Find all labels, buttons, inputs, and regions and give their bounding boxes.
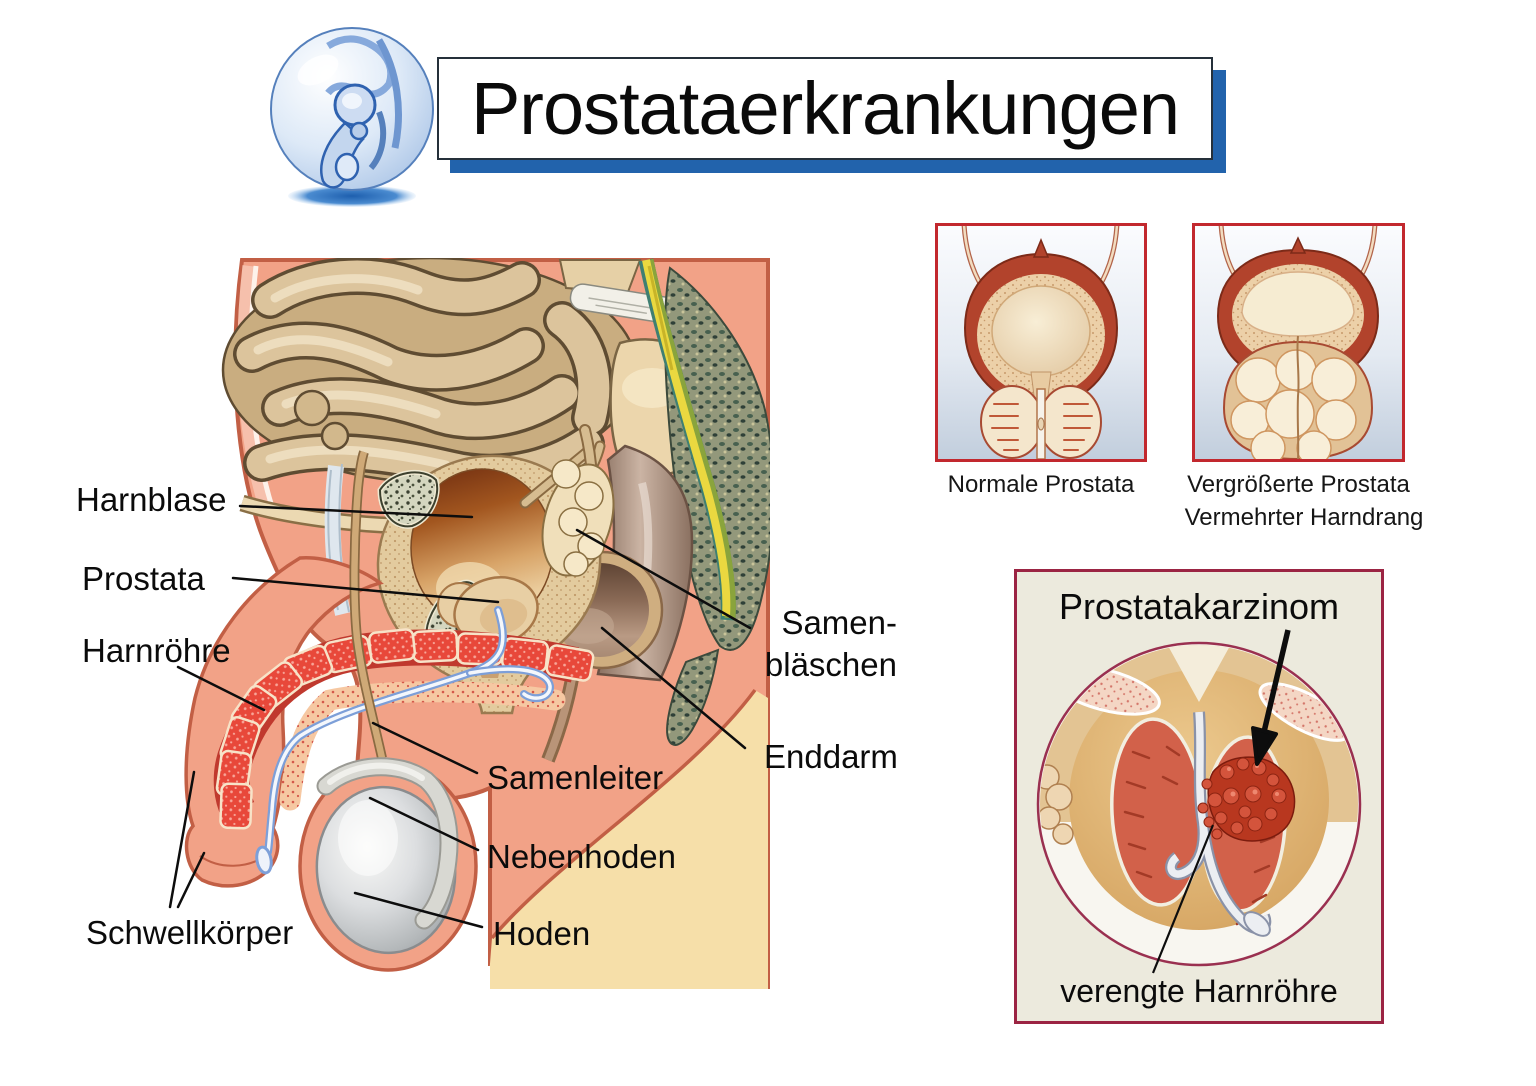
- label-harnblase: Harnblase: [76, 481, 227, 518]
- logo-sphere-icon: [270, 27, 434, 207]
- callout-lines: [168, 504, 752, 929]
- label-enddarm: Enddarm: [764, 738, 898, 775]
- callout-line-samenleiter: [371, 721, 479, 775]
- callout-line-samenblaeschen: [575, 528, 752, 630]
- label-schwellkoerper: Schwellkörper: [86, 914, 294, 951]
- label-samenleiter: Samenleiter: [487, 759, 664, 796]
- panel-enlarged-prostate: [1192, 223, 1405, 462]
- caption-enlarged-prostate-sub: Vermehrter Harndrang: [1184, 504, 1424, 531]
- carcinoma-panel: Prostatakarzinom: [1014, 569, 1384, 1024]
- label-prostata: Prostata: [82, 560, 205, 597]
- narrowed-urethra: [1165, 711, 1272, 937]
- callout-line-verengte-harnroehre: [1151, 824, 1215, 974]
- label-hoden: Hoden: [493, 915, 591, 952]
- callout-line-nebenhoden: [368, 796, 480, 852]
- tumor-arrow-icon: [1251, 629, 1291, 766]
- carcinoma-illustration: [1036, 629, 1362, 974]
- panel-normal-prostate: [935, 223, 1147, 462]
- page-title: Prostataerkrankungen: [470, 67, 1180, 150]
- spongy-tissue-band: [279, 681, 566, 811]
- caption-enlarged-prostate: Vergrößerte Prostata: [1187, 471, 1410, 498]
- enlarged-prostate-mass: [1222, 335, 1374, 459]
- callout-line-prostata: [231, 576, 500, 604]
- urethra-tube: [255, 606, 554, 875]
- normal-prostate-lobes: [980, 385, 1102, 459]
- callout-line-harnroehre: [176, 665, 266, 712]
- callout-line-schwellkoerper-1: [168, 770, 196, 909]
- spinal-cord: [638, 258, 736, 621]
- callout-line-enddarm: [600, 626, 747, 750]
- epididymis: [316, 757, 459, 930]
- carcinoma-title: Prostatakarzinom: [1058, 586, 1340, 627]
- seminal-vesicle: [541, 459, 615, 577]
- callout-line-hoden: [353, 891, 484, 929]
- carcinoma-label: verengte Harnröhre: [1060, 973, 1338, 1009]
- title-box: Prostataerkrankungen: [437, 57, 1213, 160]
- vesicle-knobs: [1040, 764, 1074, 845]
- caption-normal-prostate: Normale Prostata: [947, 471, 1135, 498]
- callout-line-harnblase: [238, 504, 474, 519]
- label-harnroehre: Harnröhre: [82, 632, 231, 669]
- normal-prostate-illustration: [938, 226, 1144, 459]
- callout-line-schwellkoerper-2: [176, 851, 206, 909]
- label-samenblaeschen-line2: bläschen: [764, 646, 897, 684]
- label-samenblaeschen-line1: Samen-: [781, 604, 897, 641]
- pelvis-cross-section-illustration: [130, 258, 770, 989]
- label-nebenhoden: Nebenhoden: [487, 838, 677, 875]
- enlarged-prostate-illustration: [1195, 226, 1402, 459]
- thigh-region: [488, 688, 768, 989]
- tumor-mass: [1197, 756, 1296, 842]
- label-samenblaeschen: Samen- bläschen: [763, 602, 897, 686]
